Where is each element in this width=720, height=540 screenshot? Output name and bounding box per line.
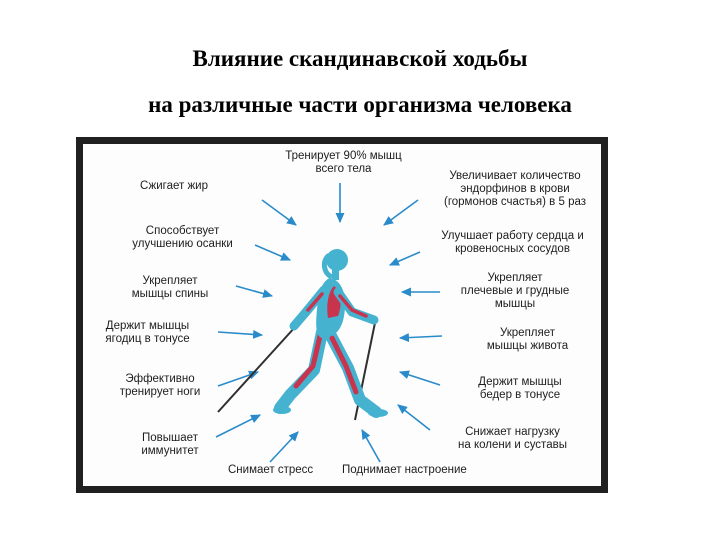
arrow-mood [361, 429, 381, 463]
label-glutes: Держит мышцы ягодиц в тонусе [105, 320, 190, 345]
title-line-2: на различные части организма человека [148, 92, 572, 117]
label-stress: Снимает стресс [228, 464, 314, 476]
arrow-joints [397, 404, 431, 431]
infographic-frame [76, 137, 608, 493]
title-line-1: Влияние скандинавской ходьбы [192, 46, 528, 71]
arrow-posture [254, 244, 292, 261]
label-mood: Поднимает настроение [342, 464, 467, 476]
label-abs: Укрепляет мышцы живота [486, 327, 569, 352]
arrow-abs [398, 333, 443, 343]
arrow-back [235, 285, 274, 298]
arrow-immunity [215, 414, 262, 438]
arrow-endorphins [383, 199, 419, 226]
label-shoulders: Укрепляет плечевые и грудные мышцы [460, 272, 570, 310]
label-thighs: Держит мышцы бедер в тонусе [478, 376, 562, 401]
arrow-heart [388, 251, 421, 266]
label-endorphins: Увеличивает количество эндорфинов в кров… [443, 170, 586, 208]
arrow-stress [269, 431, 299, 463]
label-trains-90-percent: Тренирует 90% мышц всего тела [285, 150, 402, 175]
arrow-burns-fat [261, 199, 297, 226]
arrow-glutes [217, 329, 264, 339]
label-legs: Эффективно тренирует ноги [119, 373, 201, 398]
label-burns-fat: Сжигает жир [140, 180, 209, 192]
label-back: Укрепляет мышцы спины [131, 275, 209, 300]
label-heart: Улучшает работу сердца и кровеносных сос… [441, 230, 584, 255]
label-joints: Снижает нагрузку на колени и суставы [458, 426, 567, 451]
arrow-thighs [398, 370, 441, 386]
walking-figure-icon [217, 249, 388, 421]
label-immunity: Повышает иммунитет [141, 432, 199, 457]
label-posture: Способствует улучшению осанки [132, 225, 233, 250]
